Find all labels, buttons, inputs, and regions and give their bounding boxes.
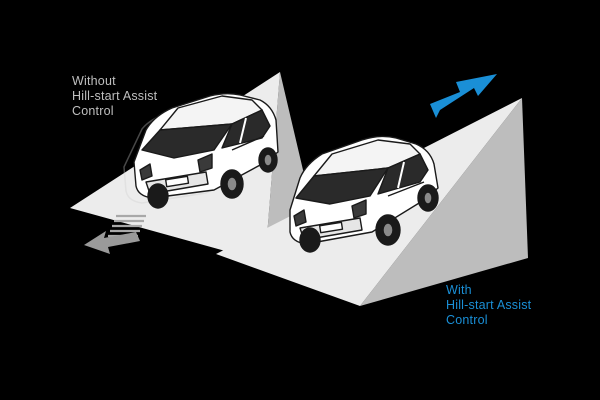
caption-line: Without: [72, 74, 116, 88]
arrow-forward-icon: [430, 74, 497, 118]
car-icon: [133, 93, 279, 209]
caption-line: Control: [72, 104, 114, 118]
caption-line: Hill-start Assist: [72, 89, 158, 103]
car-icon: [289, 135, 439, 253]
caption-line: With: [446, 283, 472, 297]
caption-line: Hill-start Assist: [446, 298, 532, 312]
motion-lines: [108, 214, 146, 238]
right-ramp-side: [360, 98, 528, 306]
caption-with-hsa: With Hill-start Assist Control: [446, 283, 531, 328]
caption-line: Control: [446, 313, 488, 327]
arrow-backward-icon: [84, 231, 140, 254]
caption-without-hsa: Without Hill-start Assist Control: [72, 74, 157, 119]
